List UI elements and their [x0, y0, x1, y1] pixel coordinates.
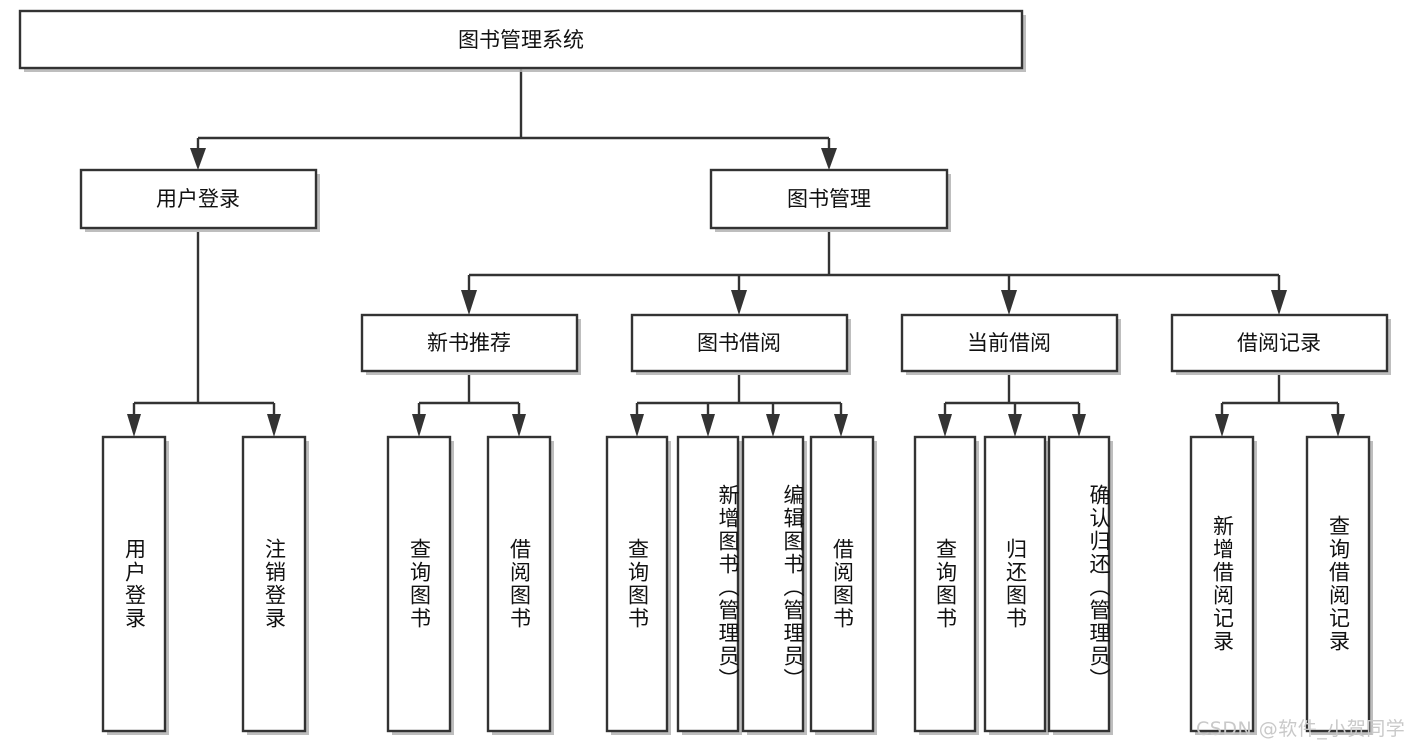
arrowhead-newbook [461, 290, 477, 315]
edges-newbook-to-leaves [412, 375, 526, 437]
arrowhead-leaf-query3 [938, 414, 952, 437]
node-leaf-edit-book-box [741, 435, 805, 733]
node-leaf-query-book-3[interactable] [913, 435, 979, 735]
node-leaf-add-record-box [1189, 435, 1255, 733]
node-current-borrow-box [900, 313, 1119, 373]
node-leaf-borrow-book-2[interactable] [809, 435, 877, 735]
arrowhead-leaf-borrow2 [834, 414, 848, 437]
node-new-book-recommend-label: 新书推荐 [427, 331, 511, 355]
node-user-login[interactable]: 用户登录 [79, 168, 320, 232]
node-leaf-return-book[interactable] [983, 435, 1049, 735]
csdn-watermark: CSDN @软件_小贺同学 [1196, 718, 1405, 740]
edges-currentborrow-to-leaves [938, 375, 1086, 437]
node-user-login-box [79, 168, 318, 230]
node-book-manage-label: 图书管理 [787, 187, 871, 211]
node-book-manage[interactable]: 图书管理 [709, 168, 951, 232]
arrowhead-borrowrecord [1271, 290, 1287, 315]
node-leaf-user-login[interactable] [101, 435, 169, 735]
node-leaf-query-book-2[interactable] [605, 435, 671, 735]
arrowhead-leaf-addbook [701, 414, 715, 437]
node-leaf-edit-book[interactable] [741, 435, 807, 735]
node-root-label: 图书管理系统 [458, 28, 584, 52]
arrowhead-leaf-confirm [1072, 414, 1086, 437]
edges-borrowrecord-to-leaves [1215, 375, 1345, 437]
node-book-borrow-label: 图书借阅 [697, 331, 781, 355]
node-book-borrow-box [630, 313, 849, 373]
node-leaf-confirm-return[interactable] [1047, 435, 1113, 735]
node-leaf-confirm-return-box [1047, 435, 1111, 733]
node-borrow-record-box [1170, 313, 1389, 373]
arrowhead-leaf-logout [267, 414, 281, 437]
arrowhead-leaf-addrecord [1215, 414, 1229, 437]
node-book-borrow[interactable]: 图书借阅 [630, 313, 851, 375]
node-leaf-add-book[interactable] [676, 435, 742, 735]
node-leaf-user-logout[interactable] [241, 435, 309, 735]
arrowhead-leaf-editbook [766, 414, 780, 437]
arrowhead-leaf-userlogin [127, 414, 141, 437]
node-leaf-borrow-book-1[interactable] [486, 435, 554, 735]
node-leaf-borrow-book-2-box [809, 435, 875, 733]
arrowhead-bookborrow [731, 290, 747, 315]
node-book-manage-box [709, 168, 949, 230]
node-user-login-label: 用户登录 [156, 187, 240, 211]
arrowhead-leaf-return [1008, 414, 1022, 437]
node-current-borrow-label: 当前借阅 [967, 331, 1051, 355]
node-new-book-recommend[interactable]: 新书推荐 [360, 313, 581, 375]
edges-bookmanage-to-level3 [461, 232, 1287, 315]
arrowhead-leaf-queryrecord [1331, 414, 1345, 437]
node-leaf-user-logout-box [241, 435, 307, 733]
node-leaf-query-record-box [1305, 435, 1371, 733]
node-leaf-query-record[interactable] [1305, 435, 1373, 735]
arrowhead-leaf-query1 [412, 414, 426, 437]
arrowhead-leaf-query2 [630, 414, 644, 437]
node-root[interactable]: 图书管理系统 [18, 9, 1026, 72]
edges-bookborrow-to-leaves [630, 375, 848, 437]
edges-userlogin-to-leaves [127, 232, 281, 437]
node-leaf-add-record[interactable] [1189, 435, 1257, 735]
node-borrow-record-label: 借阅记录 [1237, 331, 1321, 355]
node-leaf-add-book-box [676, 435, 740, 733]
node-leaf-return-book-box [983, 435, 1047, 733]
arrowhead-book-manage [821, 148, 837, 170]
node-borrow-record[interactable]: 借阅记录 [1170, 313, 1391, 375]
arrowhead-currentborrow [1001, 290, 1017, 315]
node-root-box [18, 9, 1024, 70]
node-leaf-query-book-1-box [386, 435, 452, 733]
node-leaf-user-login-box [101, 435, 167, 733]
node-leaf-query-book-2-box [605, 435, 669, 733]
arrowhead-user-login [190, 148, 206, 170]
edges-root-to-level2 [190, 68, 837, 170]
node-leaf-query-book-1[interactable] [386, 435, 454, 735]
arrowhead-leaf-borrow1 [512, 414, 526, 437]
node-current-borrow[interactable]: 当前借阅 [900, 313, 1121, 375]
node-leaf-query-book-3-box [913, 435, 977, 733]
node-leaf-borrow-book-1-box [486, 435, 552, 733]
node-new-book-recommend-box [360, 313, 579, 373]
